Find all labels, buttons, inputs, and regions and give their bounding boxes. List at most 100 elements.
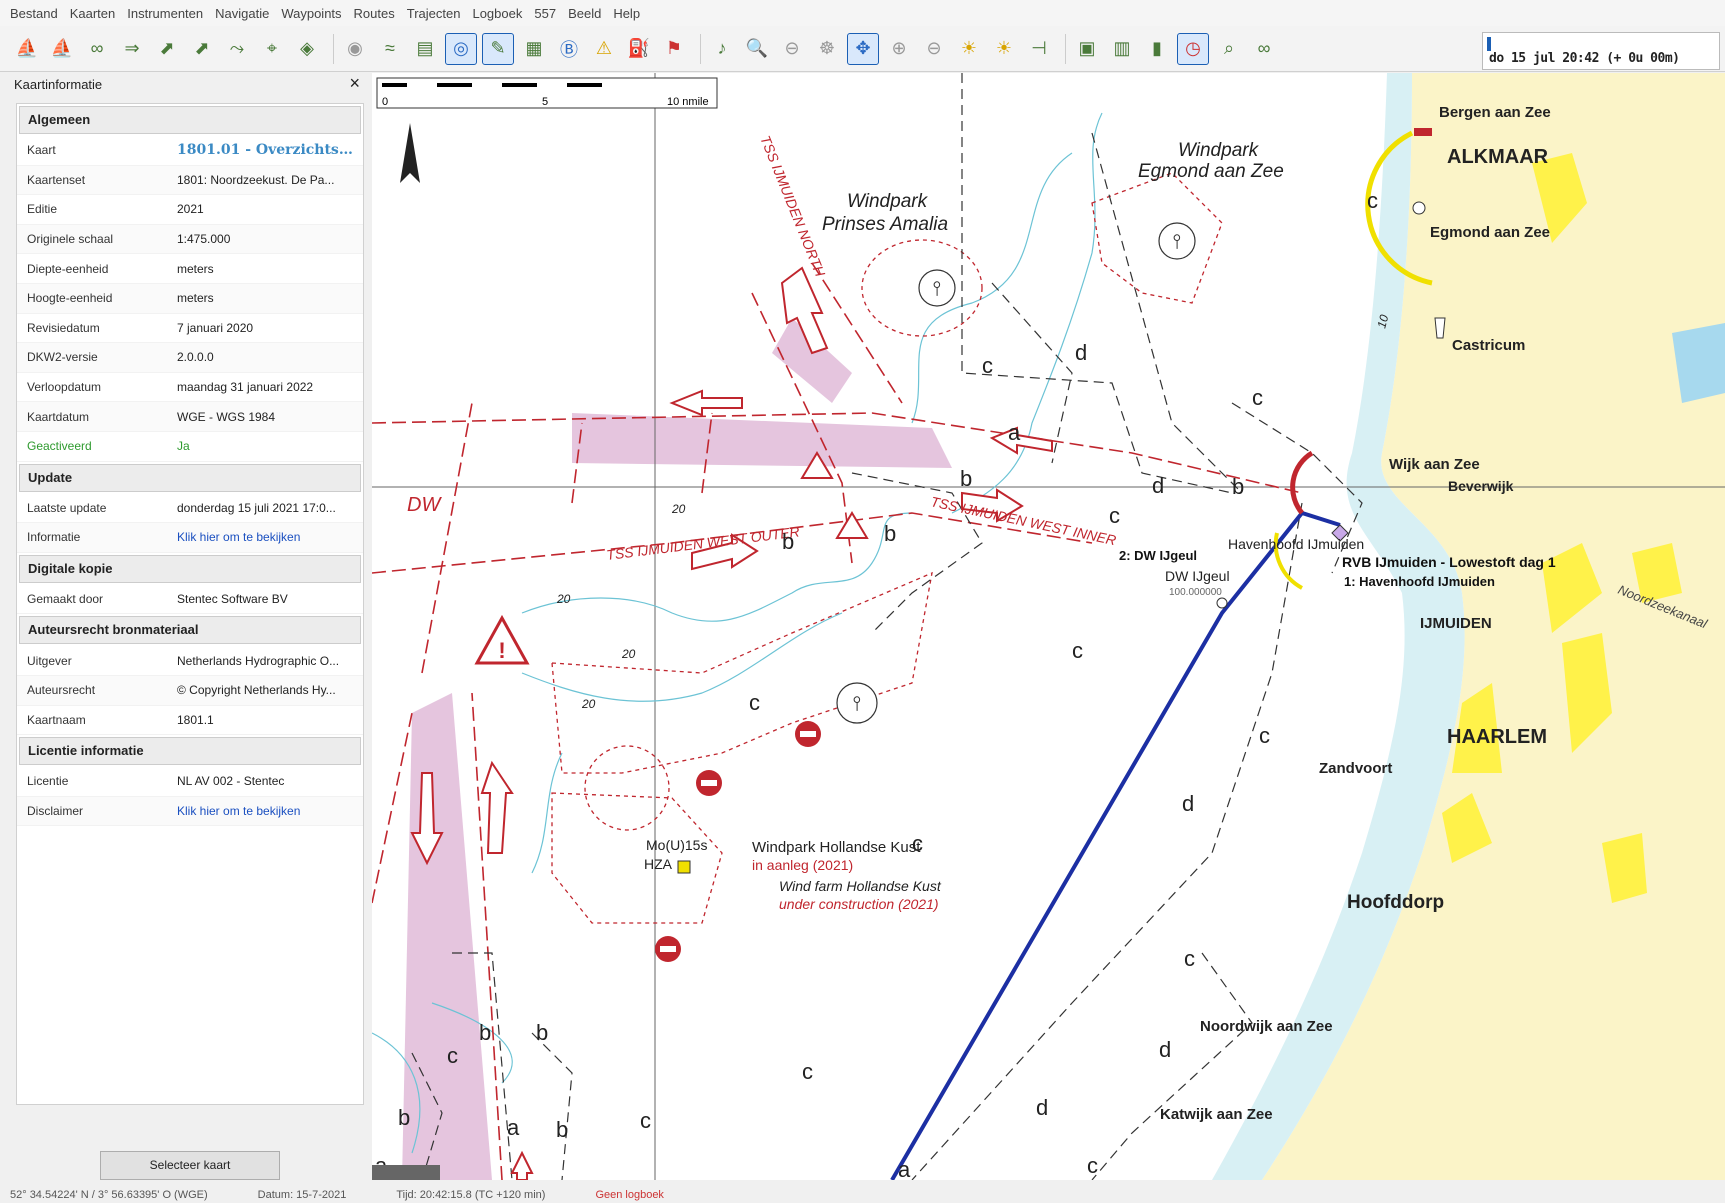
chart-icon[interactable]: ▤ [416,38,434,58]
flag-icon[interactable]: ⚑ [665,38,683,58]
windpark-hk-label: in aanleg (2021) [752,857,853,873]
datum-readout: Datum: 15-7-2021 [257,1188,347,1201]
warning-glyph: ! [498,638,505,663]
boat-icon[interactable]: ⛵ [15,38,39,58]
clock-icon[interactable]: ◷ [1177,32,1209,65]
info-row: Auteursrecht© Copyright Netherlands Hy..… [17,675,363,706]
info-value: 2.0.0.0 [177,350,214,365]
traffic-lane [402,693,492,1180]
track-icon[interactable]: ⤳ [229,38,245,58]
zone-boundary [452,952,513,1180]
layers-icon[interactable]: ◈ [300,38,314,58]
b-icon[interactable]: Ⓑ [560,39,578,60]
close-icon[interactable]: × [349,73,360,93]
route-icon[interactable]: ⇒ [124,38,140,58]
info-link[interactable]: Klik hier om te bekijken [177,530,301,545]
route-mode-icon[interactable]: ✎ [482,32,514,65]
menu-item-557[interactable]: 557 [534,5,557,21]
logbook-status[interactable]: Geen logboek [595,1188,664,1201]
binoculars-icon[interactable]: ∞ [1257,38,1271,58]
measure-icon[interactable]: ⊣ [1031,38,1047,58]
place-label: Hoofddorp [1347,892,1444,913]
warning-icon[interactable]: ⚠ [595,38,613,58]
nautical-chart-map[interactable]: 0 5 10 nmile ⫯ ⫯ ⫯ ! [372,73,1725,1180]
menu-item-navigatie[interactable]: Navigatie [215,5,270,21]
zone-letter: d [1182,791,1194,816]
depth-contour [531,752,563,874]
windpark-hk-label: Wind farm Hollandse Kust [779,878,942,894]
info-value: 1:475.000 [177,232,231,247]
zoom-out-icon[interactable]: ⊖ [926,38,942,58]
sound-icon[interactable]: ♪ [717,38,727,58]
helm-icon[interactable]: ☸ [818,38,836,58]
zone-boundary [991,282,1073,464]
zone-letter: c [749,690,760,715]
route-waypoint-label: 100.000000 [1169,587,1222,598]
built-up-area [1562,633,1612,753]
zoom-icon[interactable]: 🔍 [745,38,769,58]
boat-icon[interactable]: ⛵ [50,38,74,58]
info-value: Netherlands Hydrographic O... [177,653,340,668]
waypoint-icon[interactable]: ⬈ [194,38,210,58]
zone-letter: c [447,1043,458,1068]
gps-icon[interactable]: ⌖ [266,38,278,58]
globe-icon[interactable]: ◉ [347,38,363,58]
zone-letter: d [1036,1095,1048,1120]
map-attribution [372,1165,440,1180]
built-up-area [1532,153,1587,243]
menu-item-trajecten[interactable]: Trajecten [406,5,461,21]
book-icon[interactable]: ▮ [1152,38,1162,58]
info-link[interactable]: Klik hier om te bekijken [177,803,301,818]
time-slider-handle[interactable] [1487,37,1491,51]
depth-contour [911,152,1073,424]
bulb-icon[interactable]: ☀ [995,38,1013,58]
nav-mode-icon[interactable]: ◎ [445,32,477,65]
info-value: 2021 [177,202,204,217]
menu-item-routes[interactable]: Routes [353,5,395,21]
depth-contour [372,1032,421,1154]
stop-icon[interactable]: ⊖ [784,38,800,58]
windpark-label: Windpark [847,191,929,212]
layout-icon[interactable]: ▥ [1113,38,1131,58]
shallow-water [1212,73,1465,1180]
binoculars-icon[interactable]: ∞ [90,38,104,58]
built-up-area [1452,683,1502,773]
menu-item-instrumenten[interactable]: Instrumenten [127,5,204,21]
menu-item-waypoints[interactable]: Waypoints [281,5,342,21]
time-slider[interactable]: do 15 jul 20:42 (+ 0u 00m) [1482,32,1720,70]
light-sector [1365,130,1433,286]
search-time-icon[interactable]: ⌕ [1223,38,1235,58]
fuel-icon[interactable]: ⛽ [627,38,651,58]
menu-item-help[interactable]: Help [613,5,641,21]
waypoint-icon [1331,524,1349,542]
menu-item-bestand[interactable]: Bestand [10,5,58,21]
tide-icon[interactable]: ≈ [385,38,395,58]
info-value: NL AV 002 - Stentec [177,774,285,789]
buoy-label: HZA [644,856,673,872]
zoom-in-icon[interactable]: ⊕ [891,38,907,58]
menu-item-logboek[interactable]: Logboek [472,5,523,21]
info-value: maandag 31 januari 2022 [177,380,314,395]
zone-letter: b [479,1020,491,1045]
depth-label: 20 [581,697,596,711]
grid-icon[interactable]: ▦ [525,38,543,58]
bulb-icon[interactable]: ☀ [960,38,978,58]
windpark-area [1091,172,1223,304]
info-key: Geactiveerd [27,439,92,454]
built-up-area [1442,793,1492,863]
waypoint-icon[interactable]: ⬈ [159,38,175,58]
depth-label: 20 [556,592,571,606]
zone-letter: a [507,1115,520,1140]
menu-item-kaarten[interactable]: Kaarten [69,5,116,21]
panel-icon[interactable]: ▣ [1078,38,1096,58]
select-chart-button[interactable]: Selecteer kaart [100,1151,280,1180]
tss-boundary [471,692,503,1180]
menu-item-beeld[interactable]: Beeld [568,5,602,21]
info-key: Kaartdatum [27,409,90,424]
info-value: 7 januari 2020 [177,320,254,335]
scale-label-zero: 0 [382,96,388,108]
scale-bar-bg [376,77,718,109]
compass-icon[interactable]: ✥ [847,32,879,65]
